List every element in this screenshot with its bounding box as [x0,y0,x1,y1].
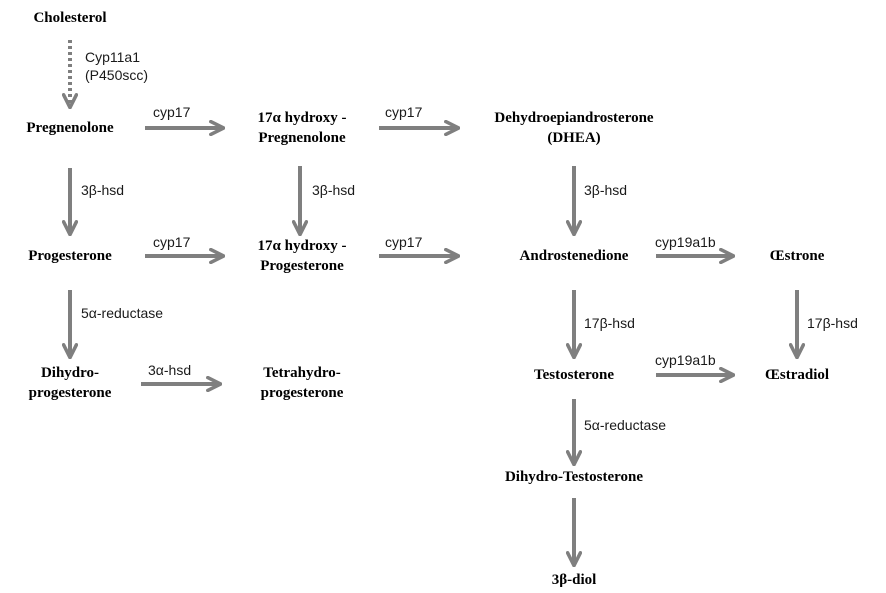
node-label-line: Progesterone [260,258,344,274]
node-hydroxy-progesterone: 17α hydroxy - Progesterone [258,236,347,276]
node-label-line: Cholesterol [33,10,107,26]
enzyme-label-line: cyp19a1b [655,234,716,250]
node-label-line: Œstradiol [764,367,830,383]
node-dhea: Dehydroepiandrosterone (DHEA) [494,108,653,148]
node-diol: 3β-diol [552,570,597,590]
enzyme-label-line: 5α-reductase [584,417,667,433]
node-tetrahydroprogesterone: Tetrahydro-progesterone [261,363,344,403]
enzyme-label-line: cyp19a1b [655,352,716,368]
enzyme-label-testo-to-dht: 5α-reductase [584,416,666,434]
node-label-line: Tetrahydro- [263,365,341,381]
node-label-line: Dehydroepiandrosterone [494,110,654,126]
node-label-line: Pregnenolone [26,120,114,136]
enzyme-label-line: cyp17 [385,234,423,250]
enzyme-label-17ohpreg-to-dhea: cyp17 [385,103,422,121]
enzyme-label-prog-to-dhp: 5α-reductase [81,304,163,322]
enzyme-label-17ohpreg-to-17ohprog: 3β-hsd [312,181,355,199]
enzyme-label-line: cyp17 [385,104,423,120]
enzyme-label-line: Cyp11a1 [85,49,141,65]
enzyme-label-line: 3β-hsd [81,182,125,198]
enzyme-label-line: 17β-hsd [584,315,635,331]
node-label-line: Androstenedione [519,248,629,264]
enzyme-label-cyp11a1: Cyp11a1 (P450scc) [85,48,148,84]
enzyme-label-dhp-to-thp: 3α-hsd [148,361,191,379]
node-androstenedione: Androstenedione [520,246,629,266]
node-oestradiol: Œstradiol [765,365,829,385]
enzyme-label-preg-to-prog: 3β-hsd [81,181,124,199]
enzyme-label-line: cyp17 [153,234,191,250]
node-hydroxy-pregnenolone: 17α hydroxy - Pregnenolone [258,108,347,148]
node-label-line: 17α hydroxy - [257,110,347,126]
node-testosterone: Testosterone [534,365,614,385]
node-label-line: Dihydro-Testosterone [504,469,644,485]
node-progesterone: Progesterone [28,246,112,266]
enzyme-label-dhea-to-andro: 3β-hsd [584,181,627,199]
node-label-line: progesterone [28,385,112,401]
node-label-line: Œstrone [769,248,825,264]
node-label-line: Progesterone [28,248,112,264]
enzyme-label-line: 3β-hsd [312,182,356,198]
node-label-line: Testosterone [534,367,614,383]
node-label-line: 3β-diol [551,572,597,588]
enzyme-label-line: 5α-reductase [81,305,164,321]
enzyme-label-testo-to-oestradiol: cyp19a1b [655,351,716,369]
node-label-line: Pregnenolone [258,130,346,146]
node-dihydrotestosterone: Dihydro-Testosterone [505,467,643,487]
enzyme-label-17ohprog-to-andro: cyp17 [385,233,422,251]
enzyme-label-preg-to-17oh: cyp17 [153,103,190,121]
node-oestrone: Œstrone [770,246,825,266]
enzyme-label-line: 17β-hsd [807,315,858,331]
node-label-line: progesterone [260,385,344,401]
enzyme-label-andro-to-oestrone: cyp19a1b [655,233,716,251]
node-pregnenolone: Pregnenolone [26,118,113,138]
enzyme-label-line: (P450scc) [85,67,149,83]
node-cholesterol: Cholesterol [33,8,106,28]
node-label-line: (DHEA) [547,130,601,146]
enzyme-label-oestrone-to-oestradiol: 17β-hsd [807,314,858,332]
node-label-line: Dihydro- [40,365,100,381]
enzyme-label-andro-to-testo: 17β-hsd [584,314,635,332]
enzyme-label-line: cyp17 [153,104,191,120]
enzyme-label-line: 3α-hsd [148,362,192,378]
enzyme-label-line: 3β-hsd [584,182,628,198]
enzyme-label-prog-to-17ohprog: cyp17 [153,233,190,251]
node-label-line: 17α hydroxy - [257,238,347,254]
node-dihydroprogesterone: Dihydro-progesterone [29,363,112,403]
